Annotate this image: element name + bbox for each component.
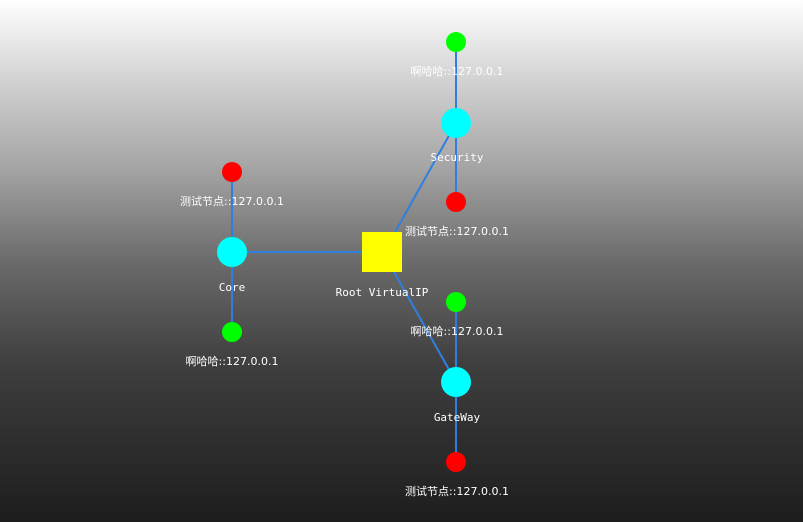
link-root-gateway	[393, 271, 457, 383]
core-child-node-2[interactable]	[222, 322, 242, 342]
core-child-label-1: 测试节点::127.0.0.1	[180, 195, 284, 208]
security-child-label-1: 啊哈哈::127.0.0.1	[411, 65, 504, 78]
core-child-label-2: 啊哈哈::127.0.0.1	[186, 355, 279, 368]
security-child-node-2[interactable]	[446, 192, 466, 212]
root-node-label: Root VirtualIP	[336, 286, 429, 299]
root-node[interactable]	[362, 232, 402, 272]
security-group-node[interactable]	[441, 108, 471, 138]
gateway-child-label-2: 测试节点::127.0.0.1	[405, 485, 509, 498]
link-root-security	[393, 122, 457, 235]
core-child-node-1[interactable]	[222, 162, 242, 182]
links	[231, 42, 457, 462]
gateway-child-node-2[interactable]	[446, 452, 466, 472]
gateway-group-label: GateWay	[434, 411, 481, 424]
core-group-label: Core	[219, 281, 246, 294]
core-group-node[interactable]	[217, 237, 247, 267]
gateway-child-label-1: 啊哈哈::127.0.0.1	[411, 325, 504, 338]
gateway-group-node[interactable]	[441, 367, 471, 397]
gateway-child-node-1[interactable]	[446, 292, 466, 312]
security-child-label-2: 测试节点::127.0.0.1	[405, 225, 509, 238]
security-group-label: Security	[431, 151, 484, 164]
security-child-node-1[interactable]	[446, 32, 466, 52]
